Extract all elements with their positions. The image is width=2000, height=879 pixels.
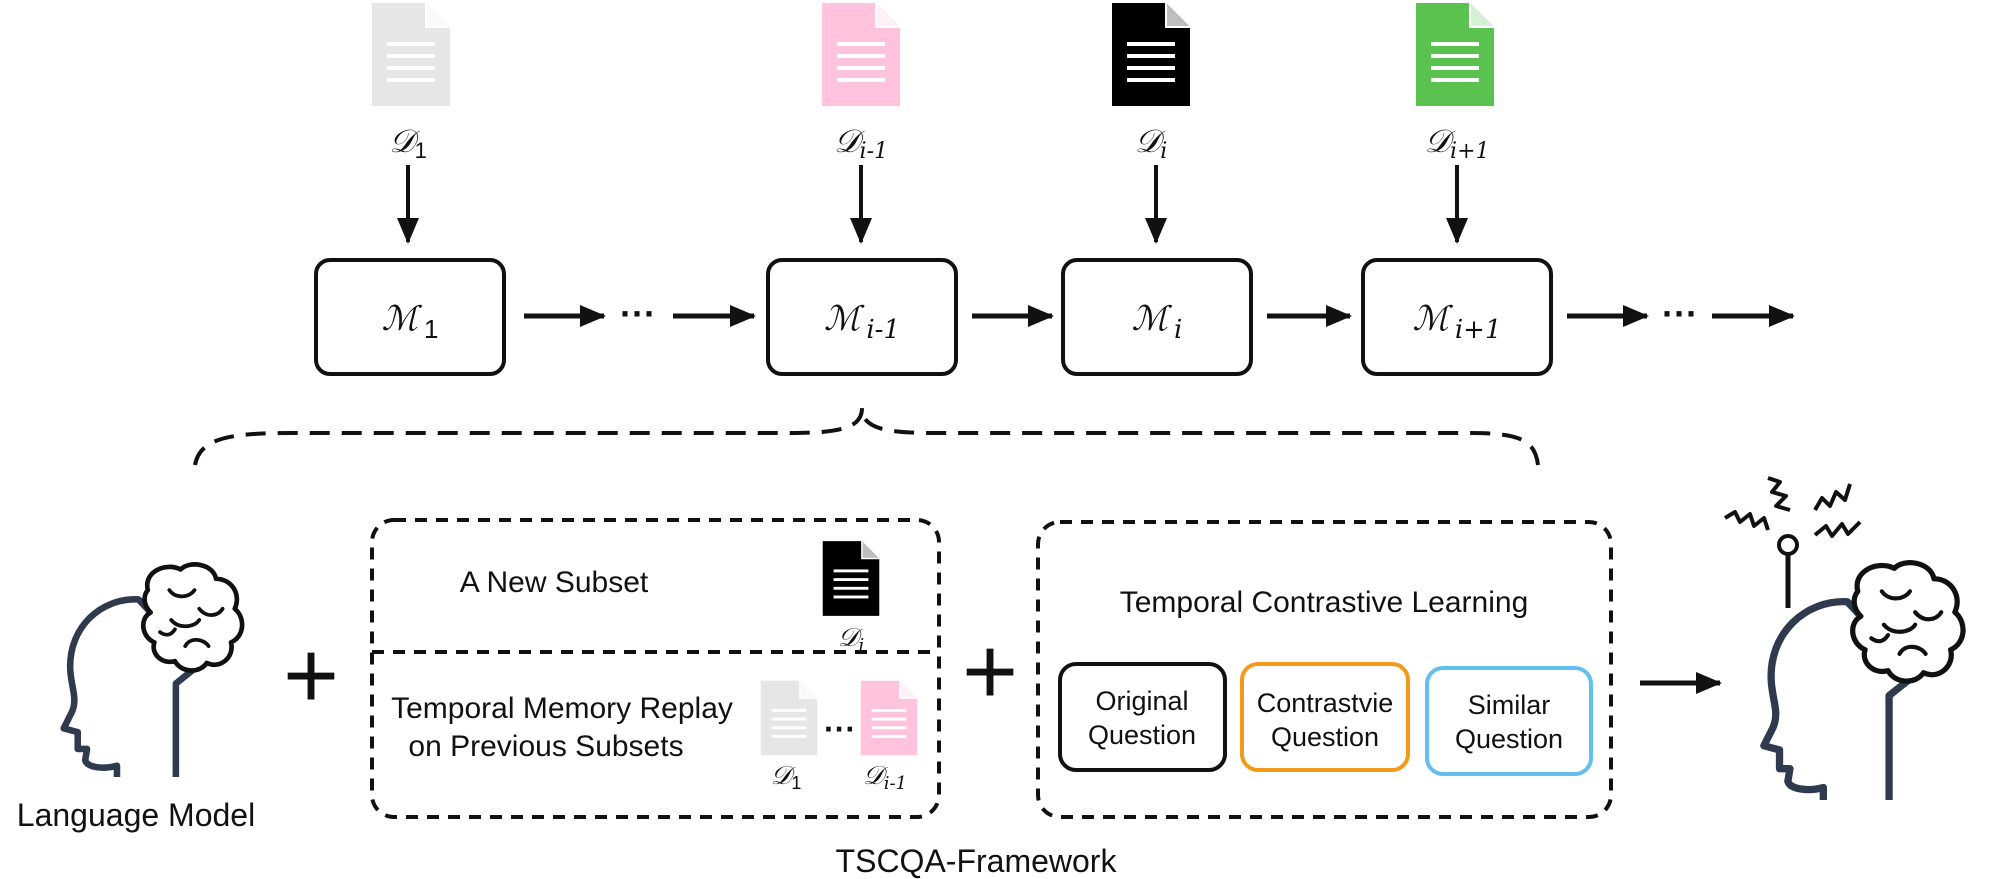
zigzag-spark-icon [1813, 483, 1852, 512]
svg-text:𝒟i: 𝒟i [1135, 122, 1168, 164]
svg-text:𝒟i-1: 𝒟i-1 [834, 122, 888, 164]
dashed-brace [193, 407, 1540, 466]
zigzag-spark-icon [1813, 520, 1862, 538]
question-box-line2: Question [1455, 724, 1563, 754]
svg-text:𝒟i+1: 𝒟i+1 [1424, 122, 1489, 164]
question-box-line1: Similar [1468, 690, 1551, 720]
question-box-border [1240, 662, 1410, 772]
svg-text:ℳi-1: ℳi-1 [824, 299, 900, 345]
document-di-1: 𝒟i-1 [821, 2, 901, 164]
antenna-bulb-icon [1777, 534, 1799, 556]
doc-to-model-arrows [397, 165, 1468, 244]
model-label-base: ℳ [1412, 299, 1453, 339]
new-subset-label: A New Subset [460, 566, 649, 599]
prev-doc1-label-sub: 1 [791, 773, 801, 793]
replay-label-line1: Temporal Memory Replay [391, 692, 733, 725]
model-label-sub: i [1174, 315, 1182, 345]
document-icon [1415, 2, 1495, 107]
model-label-base: ℳ [382, 299, 423, 339]
zigzag-spark-icon [1767, 476, 1791, 512]
model-label-sub: 1 [424, 314, 438, 344]
doc-label-sub: i-1 [860, 139, 888, 164]
trained-model-head [1723, 476, 1963, 800]
svg-text:𝒟1: 𝒟1 [389, 122, 427, 163]
question-box-border [1425, 666, 1593, 776]
model-label-sub: i+1 [1455, 315, 1502, 345]
document-di+1: 𝒟i+1 [1415, 2, 1495, 164]
question-box-line1: Contrastvie [1257, 688, 1394, 718]
new-doc-label-sub: i [858, 635, 864, 656]
replay-label-line2: on Previous Subsets [408, 730, 683, 763]
contrastive-panel-title: Temporal Contrastive Learning [1120, 586, 1529, 619]
question-box-line1: Original [1095, 686, 1188, 716]
question-box-line2: Question [1271, 722, 1379, 752]
contrastive-question-box: Contrastvie Question [1240, 662, 1410, 772]
plus-sign-1: + [283, 622, 339, 729]
previous-subset-document-icon [760, 680, 818, 756]
model-box [1361, 258, 1553, 376]
svg-text:ℳi+1: ℳi+1 [1412, 299, 1501, 345]
zigzag-spark-icon [1723, 510, 1770, 531]
svg-text:𝒟i-1: 𝒟i-1 [863, 761, 907, 794]
subset-panel: A New Subset 𝒟i Temporal Memory Replay o… [370, 518, 941, 819]
framework-label: TSCQA-Framework [836, 843, 1118, 879]
trained-model-head-icon [1764, 563, 1963, 800]
document-icon [1111, 2, 1191, 107]
previous-subset-document-icon [860, 680, 918, 756]
previous-subsets-dots: ··· [824, 711, 856, 747]
svg-text:ℳi: ℳi [1132, 299, 1183, 345]
language-model-label: Language Model [17, 797, 255, 833]
contrastive-panel: Temporal Contrastive Learning Original Q… [1036, 520, 1613, 819]
svg-text:𝒟i: 𝒟i [838, 623, 865, 656]
plus-sign-2: + [962, 618, 1018, 725]
model-box [1061, 258, 1253, 376]
chain-ellipsis-right: ··· [1662, 293, 1698, 334]
question-box-border [1058, 662, 1227, 772]
document-icon [821, 2, 901, 107]
doc-label-sub: 1 [415, 138, 427, 163]
model-label-base: ℳ [824, 299, 865, 339]
svg-text:ℳ1: ℳ1 [382, 299, 439, 344]
subset-panel-border [370, 518, 941, 819]
doc-label-sub: i [1160, 139, 1167, 164]
document-icon [371, 2, 451, 107]
model-label-sub: i-1 [866, 315, 900, 345]
top-documents-row: 𝒟1 𝒟i-1 𝒟i 𝒟i+1 [371, 2, 1495, 164]
model-box [314, 258, 506, 376]
model-box [766, 258, 958, 376]
svg-text:𝒟1: 𝒟1 [771, 761, 802, 793]
contrastive-panel-border [1036, 520, 1613, 819]
language-model-head-icon [64, 564, 242, 777]
doc-label-sub: i+1 [1450, 139, 1489, 164]
chain-ellipsis-left: ··· [620, 293, 656, 334]
prev-doc2-label-sub: i-1 [884, 773, 907, 794]
document-di: 𝒟i [1111, 2, 1191, 164]
question-box-line2: Question [1088, 720, 1196, 750]
model-label-base: ℳ [1132, 299, 1173, 339]
similar-question-box: Similar Question [1425, 666, 1593, 776]
original-question-box: Original Question [1058, 662, 1227, 772]
document-d1: 𝒟1 [371, 2, 451, 163]
new-subset-document-icon [822, 540, 880, 617]
